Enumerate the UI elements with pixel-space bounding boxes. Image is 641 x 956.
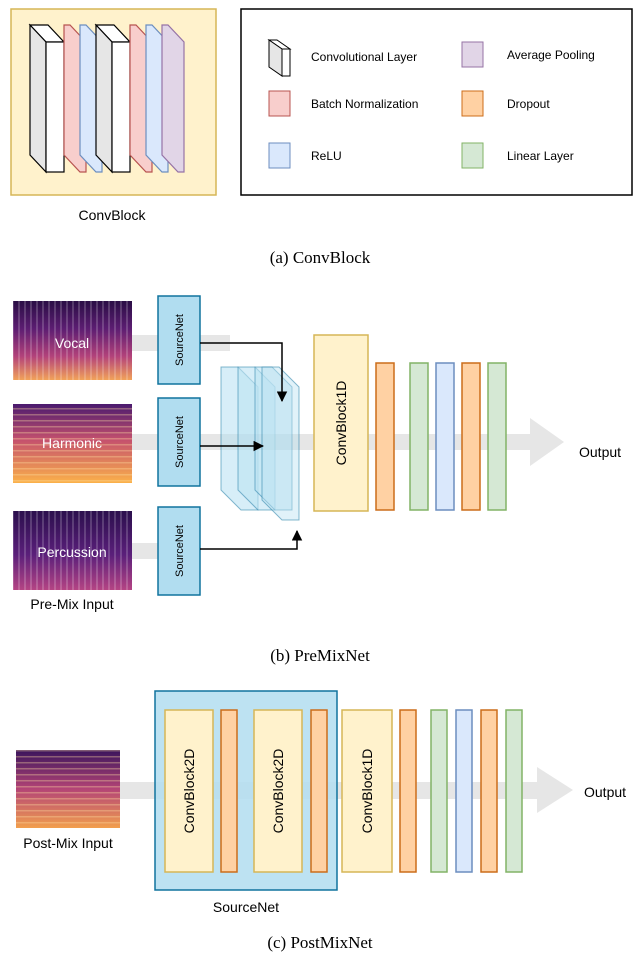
dropout-layer-b-2 xyxy=(461,362,481,511)
convblock1d-c: ConvBlock1D xyxy=(341,709,393,873)
linear-layer-b-2 xyxy=(487,362,507,511)
legend-label-relu: ReLU xyxy=(311,149,342,163)
linear-layer-c-2 xyxy=(505,709,523,873)
convblock2d-c-2: ConvBlock2D xyxy=(253,709,303,873)
output-label-b: Output xyxy=(579,444,621,460)
spectrogram-percussion-texture xyxy=(13,511,132,590)
convblock2d-c-1-label: ConvBlock2D xyxy=(181,749,197,834)
flow-arrow-main-c-head xyxy=(537,767,573,813)
spectrogram-harmonic: Harmonic xyxy=(13,404,132,483)
flow-arrow-harmonic xyxy=(132,434,158,450)
convblock2d-c-2-box xyxy=(253,709,303,873)
premix-input-label: Pre-Mix Input xyxy=(30,596,113,612)
legend-item-avgpool: Average Pooling xyxy=(461,41,595,68)
dropout-layer-c-1 xyxy=(220,709,238,873)
panel-b: Vocal Harmonic Percussion Pre-Mix Input … xyxy=(13,295,621,665)
legend-item-batchnorm: Batch Normalization xyxy=(268,90,418,117)
legend-label-dropout: Dropout xyxy=(507,97,550,111)
legend-item-dropout: Dropout xyxy=(461,90,550,117)
sourcenet-b-1: SourceNet xyxy=(157,295,201,385)
convblock1d-b: ConvBlock1D xyxy=(313,334,369,512)
sourcenet-b-3-label: SourceNet xyxy=(174,525,186,577)
sourcenet-b-3-box xyxy=(157,506,201,596)
flow-arrow-percussion xyxy=(132,543,158,559)
legend-label-conv: Convolutional Layer xyxy=(311,50,417,64)
spectrogram-vocal: Vocal xyxy=(13,301,132,380)
caption-a: (a) ConvBlock xyxy=(270,248,371,267)
output-label-c: Output xyxy=(584,784,626,800)
legend-item-conv: Convolutional Layer xyxy=(267,39,417,77)
input-label-percussion: Percussion xyxy=(37,544,106,560)
avgpool-legend-swatch xyxy=(461,41,484,68)
sourcenet-b-2: SourceNet xyxy=(157,397,201,487)
convblock1d-c-box xyxy=(341,709,393,873)
batchnorm-legend-swatch xyxy=(268,90,291,117)
legend-item-relu: ReLU xyxy=(268,142,342,169)
convblock-label: ConvBlock xyxy=(79,207,147,223)
legend-label-linear: Linear Layer xyxy=(507,149,574,163)
dropout-layer-c-2 xyxy=(310,709,328,873)
avgpool-layer xyxy=(161,24,185,173)
relu-legend-swatch xyxy=(268,142,291,169)
conv-layer-1-side xyxy=(45,41,65,173)
convblock2d-c-1: ConvBlock2D xyxy=(164,709,214,873)
caption-b: (b) PreMixNet xyxy=(270,646,370,665)
postmix-input-label: Post-Mix Input xyxy=(23,835,113,851)
panel-c: Post-Mix Input SourceNet ConvBlock2D Con… xyxy=(16,690,626,952)
sourcenet-b-2-box xyxy=(157,397,201,487)
convblock2d-c-2-label: ConvBlock2D xyxy=(270,749,286,834)
connector-arrow-percussion xyxy=(200,529,303,550)
sourcenet-b-1-label: SourceNet xyxy=(174,314,186,366)
sourcenet-b-1-box xyxy=(157,295,201,385)
feature-map-4 xyxy=(261,366,300,521)
feature-stack xyxy=(220,366,300,521)
connector-arrow-vocal xyxy=(200,342,288,403)
flow-arrow-vocal xyxy=(132,335,158,351)
convblock1d-b-label: ConvBlock1D xyxy=(333,381,349,466)
convblock1d-b-box xyxy=(313,334,369,512)
spectrogram-percussion: Percussion xyxy=(13,511,132,590)
spectrogram-harmonic-texture xyxy=(13,404,132,483)
conv-layer-2-side xyxy=(111,41,131,173)
relu-layer-c xyxy=(455,709,473,873)
caption-c: (c) PostMixNet xyxy=(267,933,373,952)
sourcenet-b-3: SourceNet xyxy=(157,506,201,596)
convblock1d-c-label: ConvBlock1D xyxy=(359,749,375,834)
input-label-harmonic: Harmonic xyxy=(42,435,102,451)
legend-box xyxy=(240,8,633,196)
conv-legend-icon-side xyxy=(281,48,291,77)
panel-a: ConvBlock Convolutional Layer Batch Norm… xyxy=(10,8,633,267)
convblock2d-c-1-box xyxy=(164,709,214,873)
conv-layer-1-front xyxy=(29,23,47,174)
dropout-legend-swatch xyxy=(461,90,484,117)
spectrogram-postmix-texture xyxy=(16,750,120,828)
linear-layer-b-1 xyxy=(409,362,429,511)
sourcenet-b-2-label: SourceNet xyxy=(174,416,186,468)
legend-item-linear: Linear Layer xyxy=(461,142,574,169)
legend-label-batchnorm: Batch Normalization xyxy=(311,97,418,111)
linear-layer-c-1 xyxy=(430,709,448,873)
dropout-layer-b-1 xyxy=(375,362,395,511)
linear-legend-swatch xyxy=(461,142,484,169)
dropout-layer-c-4 xyxy=(480,709,498,873)
sourcenet-c-label: SourceNet xyxy=(213,899,279,915)
convblock-layer-stack xyxy=(28,23,185,174)
spectrogram-vocal-texture xyxy=(13,301,132,380)
flow-arrow-main-b-head xyxy=(530,418,564,466)
legend-label-avgpool: Average Pooling xyxy=(507,48,595,62)
input-label-vocal: Vocal xyxy=(55,335,89,351)
dropout-layer-c-3 xyxy=(399,709,417,873)
relu-layer-b xyxy=(435,362,455,511)
conv-layer-2-front xyxy=(95,23,113,174)
spectrogram-postmix xyxy=(16,750,120,828)
